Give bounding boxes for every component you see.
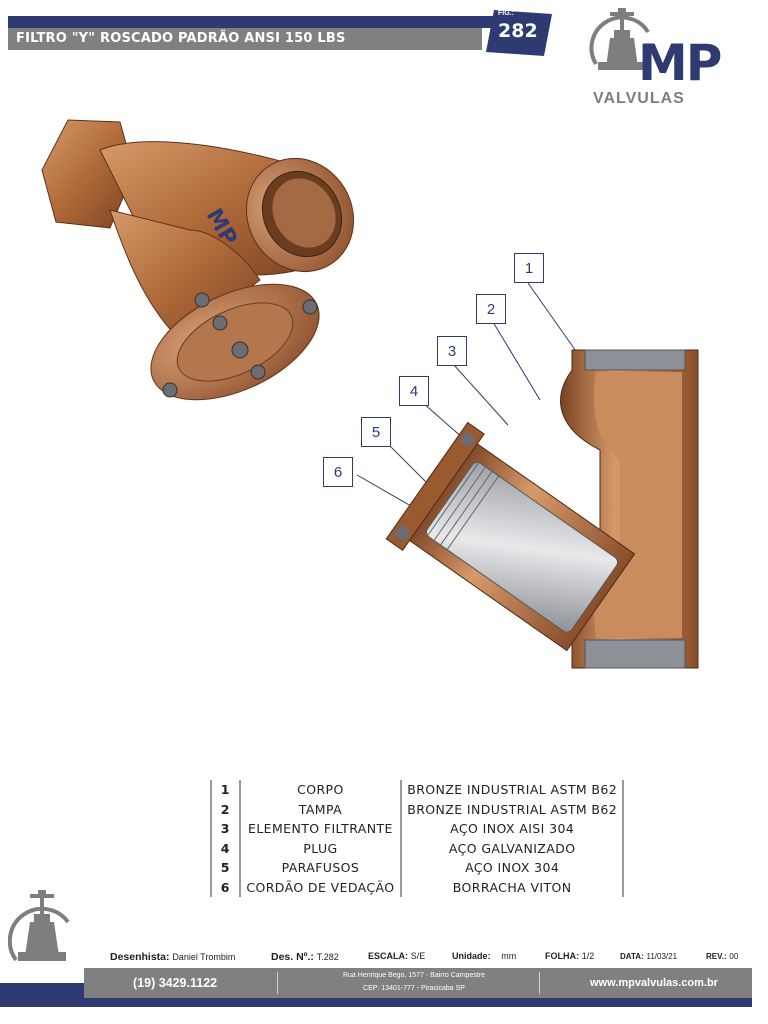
mp-valvulas-logo — [589, 8, 650, 70]
unit-field: Unidade: mm — [452, 951, 516, 962]
part-number: 6 — [210, 877, 241, 897]
sheet-label: FOLHA: — [545, 951, 579, 961]
table-row: 1 CORPO BRONZE INDUSTRIAL ASTM B62 — [210, 780, 624, 800]
part-description: ELEMENTO FILTRANTE — [239, 819, 403, 839]
parts-list-table: 1 CORPO BRONZE INDUSTRIAL ASTM B62 2 TAM… — [210, 780, 624, 897]
callout-2: 2 — [476, 294, 506, 324]
footer-divider — [539, 972, 540, 994]
filter-section-view — [356, 282, 699, 669]
part-number: 4 — [210, 838, 241, 858]
part-number: 5 — [210, 858, 241, 878]
drawer-label: Desenhista: — [110, 951, 170, 963]
scale-value: S/E — [410, 951, 426, 961]
part-material: BRONZE INDUSTRIAL ASTM B62 — [401, 799, 624, 819]
footer-address-line1: Rua Henrique Bego, 1577 - Bairro Campest… — [342, 972, 486, 979]
unit-label: Unidade: — [452, 951, 491, 961]
date-value: 11/03/21 — [646, 952, 678, 961]
drawing-number-value: T.282 — [316, 952, 339, 962]
figure-number: 282 — [498, 20, 538, 42]
table-row: 4 PLUG AÇO GALVANIZADO — [210, 838, 624, 858]
drawing-number-label: Des. Nº.: — [271, 951, 314, 963]
footer-divider — [277, 972, 278, 994]
figure-label: FIG.: — [498, 10, 514, 17]
footer-band — [84, 968, 752, 998]
footer-phone: (19) 3429.1122 — [133, 976, 218, 990]
filter-3d-view: MP — [41, 119, 355, 401]
callout-1: 1 — [514, 253, 544, 283]
part-number: 2 — [210, 799, 241, 819]
drawer-value: Daniel Trombim — [172, 952, 236, 962]
table-row: 3 ELEMENTO FILTRANTE AÇO INOX AISI 304 — [210, 819, 624, 839]
unit-value: mm — [501, 951, 517, 961]
logo-subtitle: VALVULAS — [593, 90, 685, 107]
table-row: 2 TAMPA BRONZE INDUSTRIAL ASTM B62 — [210, 799, 624, 819]
drawer-field: Desenhista: Daniel Trombim — [110, 951, 235, 963]
part-description: PARAFUSOS — [239, 858, 403, 878]
table-row: 5 PARAFUSOS AÇO INOX 304 — [210, 858, 624, 878]
part-material: BRONZE INDUSTRIAL ASTM B62 — [401, 780, 624, 800]
part-material: AÇO INOX AISI 304 — [401, 819, 624, 839]
callout-5: 5 — [361, 417, 391, 447]
part-description: CORPO — [239, 780, 403, 800]
figure-badge — [486, 10, 552, 56]
page-title: FILTRO "Y" ROSCADO PADRÃO ANSI 150 LBS — [16, 31, 346, 46]
footer-accent-left — [0, 983, 84, 1007]
sheet-value: 1/2 — [581, 951, 595, 961]
scale-label: ESCALA: — [368, 951, 408, 961]
revision-label: REV.: — [706, 952, 727, 961]
part-material: AÇO INOX 304 — [401, 858, 624, 878]
part-material: BORRACHA VITON — [401, 877, 624, 897]
footer-accent-bottom — [84, 998, 752, 1007]
sheet-field: FOLHA: 1/2 — [545, 951, 594, 962]
scale-field: ESCALA: S/E — [368, 951, 425, 962]
valve-icon — [8, 890, 70, 962]
logo-mark: MP — [638, 34, 722, 92]
date-field: DATA: 11/03/21 — [620, 951, 677, 962]
revision-field: REV.: 00 — [706, 951, 738, 962]
table-row: 6 CORDÃO DE VEDAÇÃO BORRACHA VITON — [210, 877, 624, 897]
callout-6: 6 — [323, 457, 353, 487]
footer-address-line2: CEP: 13401-777 - Piracicaba SP — [363, 985, 465, 992]
date-label: DATA: — [620, 952, 644, 961]
part-description: PLUG — [239, 838, 403, 858]
part-number: 3 — [210, 819, 241, 839]
revision-value: 00 — [729, 952, 739, 961]
drawing-number-field: Des. Nº.: T.282 — [271, 951, 339, 963]
part-description: TAMPA — [239, 799, 403, 819]
part-number: 1 — [210, 780, 241, 800]
footer-website: www.mpvalvulas.com.br — [590, 977, 718, 989]
callout-3: 3 — [437, 336, 467, 366]
part-description: CORDÃO DE VEDAÇÃO — [239, 877, 403, 897]
header-accent-bar — [8, 16, 504, 28]
valve-icon — [589, 8, 650, 70]
part-material: AÇO GALVANIZADO — [401, 838, 624, 858]
callout-4: 4 — [399, 376, 429, 406]
header-title-band — [8, 28, 482, 50]
